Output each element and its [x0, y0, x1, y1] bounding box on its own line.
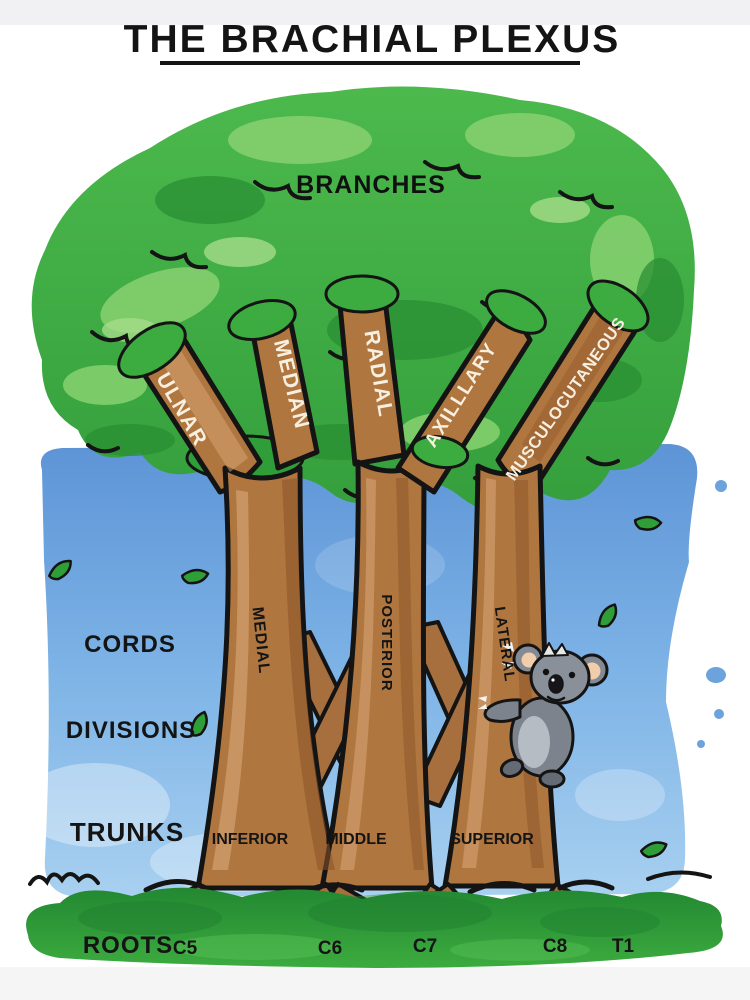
koala-eye [568, 671, 576, 679]
watercolor-dot [715, 480, 727, 492]
falling-leaves [47, 515, 668, 859]
koala-belly [518, 716, 550, 768]
koala-claws [478, 696, 487, 709]
posterior-cord-label: POSTERIOR [378, 594, 395, 691]
cloud [575, 769, 665, 821]
bottom-margin-band [0, 967, 750, 1000]
leaf [190, 710, 208, 737]
grass [26, 870, 723, 968]
koala-ear-fluff [501, 642, 514, 669]
divisions-level-label: DIVISIONS [66, 717, 196, 744]
koala-eye [542, 668, 550, 676]
leaf [180, 568, 210, 585]
koala-nose-glint [551, 678, 555, 682]
koala-hair-tuft [541, 642, 569, 657]
branch-tip-foliage [117, 274, 650, 470]
koala [478, 642, 609, 789]
trunk-shading [160, 310, 626, 870]
cords-level-label: CORDS [84, 631, 176, 658]
root-t1-label: T1 [612, 936, 635, 957]
branches-label: BRANCHES [296, 171, 446, 199]
inferior-trunk-label: INFERIOR [212, 831, 289, 848]
koala-mouth [546, 695, 566, 702]
watercolor-dot [714, 709, 724, 719]
grass-squiggles [28, 870, 712, 886]
koala-inner-ear [521, 652, 537, 668]
watercolor-dot [706, 667, 726, 683]
trunks-level-label: TRUNKS [70, 817, 184, 847]
roots-level-label: ROOTS [83, 932, 173, 959]
leaf [47, 559, 72, 581]
poster-title: THE BRACHIAL PLEXUS [124, 18, 621, 61]
root-c8-label: C8 [543, 936, 567, 957]
cloud [20, 763, 170, 847]
root-c7-label: C7 [413, 936, 437, 957]
leaf [639, 841, 668, 859]
top-margin-band [0, 0, 750, 25]
koala-nose [548, 674, 564, 694]
middle-trunk-label: MIDDLE [325, 831, 387, 848]
leaf [597, 603, 618, 628]
medial-cord-label: MEDIAL [249, 606, 273, 675]
koala-foot [538, 769, 566, 789]
leaf [633, 515, 663, 531]
koala-foot [499, 758, 525, 778]
root-c6-label: C6 [318, 938, 342, 959]
title-underline [160, 61, 580, 65]
root-c5-label: C5 [173, 938, 198, 959]
superior-trunk-label: SUPERIOR [450, 831, 534, 848]
koala-arm [483, 698, 522, 723]
watercolor-dot [697, 740, 705, 748]
